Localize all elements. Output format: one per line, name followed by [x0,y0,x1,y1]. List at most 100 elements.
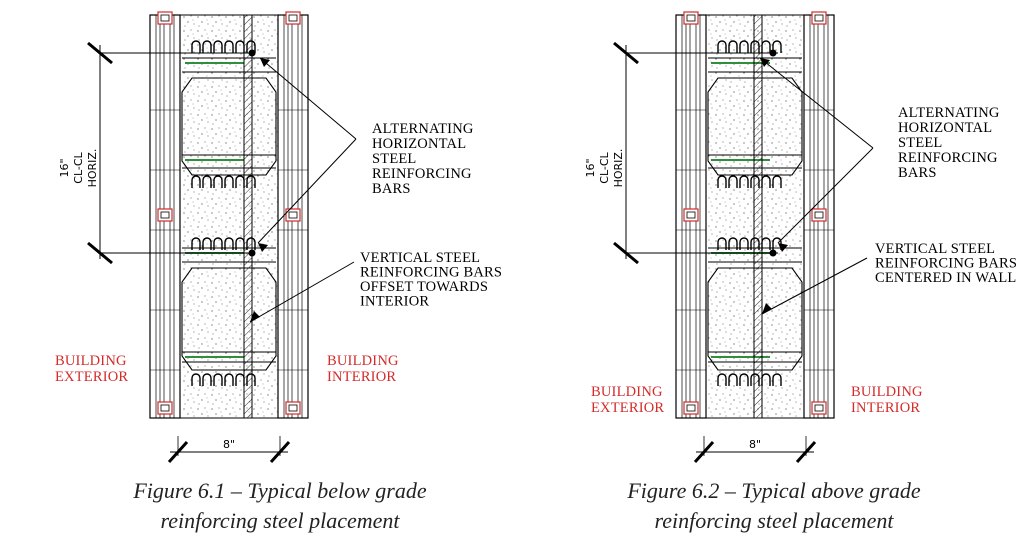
figure-caption-line2: reinforcing steel placement [160,508,400,533]
interior-foam-panel [803,11,835,419]
figure-caption-line1: Figure 6.1 – Typical below grade [132,478,427,503]
building-exterior-label-line: BUILDING [591,384,663,400]
leader-arrow [250,311,260,322]
rebar-hook [224,175,234,188]
concrete-cell [181,267,277,371]
vertical-bars-label-line: VERTICAL STEEL [360,250,480,266]
rebar-hook [772,40,782,53]
width-tick [693,440,715,464]
building-interior-label-line: BUILDING [327,353,399,369]
spacing-label-line: CL-CL [598,151,611,183]
rebar-hook [191,373,201,386]
width-tick [167,440,189,464]
tie-core [288,14,298,22]
rebar-hook [202,373,212,386]
leader-line [759,57,874,149]
spacing-label-line: 16" [58,158,71,177]
rebar-hook [717,40,727,53]
tie-core [686,404,696,412]
rebar-hook [717,373,727,386]
rebar-hook [202,40,212,53]
rebar-hook [717,237,727,250]
concrete-cell [707,267,803,371]
tie-core [686,211,696,219]
rebar-hook [191,237,201,250]
tie-core [288,404,298,412]
figure-caption-line2: reinforcing steel placement [654,508,894,533]
horizontal-bars-label-line: STEEL [898,135,943,151]
tie-core [814,211,824,219]
leader-arrow [778,243,788,252]
horizontal-bars-label-line: REINFORCING [372,166,472,182]
spacing-label-line: CL-CL [72,151,85,183]
horizontal-bars-label-line: REINFORCING [898,150,998,166]
building-interior-label-line: BUILDING [851,384,923,400]
building-exterior-label-line: EXTERIOR [591,400,664,416]
leader-line [777,147,874,244]
leader-arrow [762,303,772,314]
rebar-hook [224,40,234,53]
exterior-foam-panel [675,11,707,419]
building-exterior-label-line: EXTERIOR [55,369,128,385]
vertical-bars-label-line: REINFORCING BARS [360,265,502,281]
horizontal-bars-label-line: STEEL [372,151,417,167]
width-label: 8" [749,438,761,451]
leader-line [761,257,868,315]
rebar-hook [717,175,727,188]
rebar-hook [739,175,749,188]
figure-caption-line1: Figure 6.2 – Typical above grade [626,478,921,503]
concrete-core [179,14,279,419]
horizontal-bars-label-line: HORIZONTAL [898,120,992,136]
leader-arrow [260,58,270,67]
rebar-hook [739,40,749,53]
leader-line [257,138,357,244]
rebar-hook [772,175,782,188]
tie-core [686,14,696,22]
building-exterior-label-line: BUILDING [55,353,127,369]
rebar-hook [728,373,738,386]
width-tick [269,440,291,464]
rebar-hook [191,175,201,188]
rebar-hook [213,175,223,188]
rebar-hook [772,237,782,250]
tie-core [814,404,824,412]
rebar-hook [728,175,738,188]
leader-line [249,261,355,323]
rebar-hook [772,373,782,386]
vertical-bars-label-line: VERTICAL STEEL [875,241,995,257]
rebar-hook [728,237,738,250]
tie-core [160,211,170,219]
rebar-hook [213,373,223,386]
horizontal-bars-label-line: BARS [898,165,937,181]
tie-core [160,404,170,412]
spacing-label-line: HORIZ. [612,149,625,188]
concrete-cell [181,77,277,176]
horizontal-bars-label-line: ALTERNATING [898,105,1000,121]
rebar-hook [739,373,749,386]
vertical-bars-label-line: CENTERED IN WALL [875,270,1016,286]
rebar-hook [728,40,738,53]
rebar-hook [739,237,749,250]
width-tick [795,440,817,464]
exterior-foam-panel [149,11,181,419]
interior-foam-panel [277,11,309,419]
leader-arrow [258,243,268,252]
horizontal-bars-label-line: BARS [372,181,411,197]
rebar-hook [191,40,201,53]
tie-core [288,211,298,219]
rebar-hook [224,237,234,250]
tie-core [814,14,824,22]
tie-core [160,14,170,22]
rebar-hook [213,237,223,250]
spacing-label-line: 16" [584,158,597,177]
building-interior-label-line: INTERIOR [851,400,920,416]
rebar-hook [213,40,223,53]
vertical-bars-label-line: INTERIOR [360,294,429,310]
vertical-rebar [753,14,763,419]
spacing-label-line: HORIZ. [86,149,99,188]
